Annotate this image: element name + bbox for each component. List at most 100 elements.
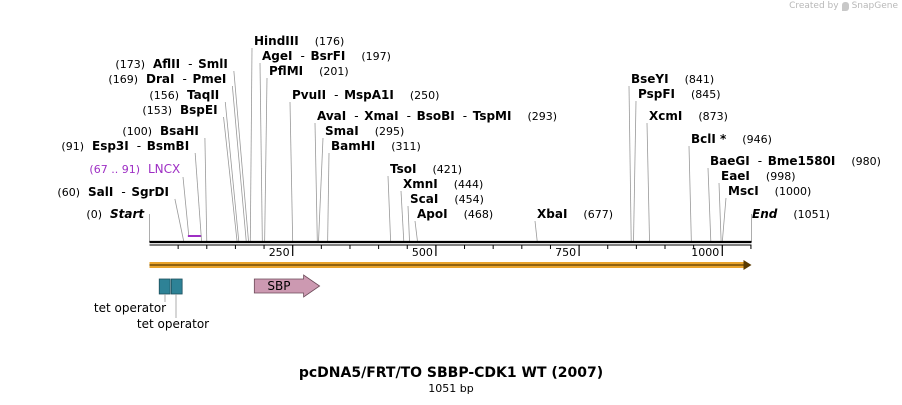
site-position: (156) — [149, 89, 179, 102]
site-name: XcmI — [649, 109, 682, 123]
site-name: PspFI — [638, 87, 675, 101]
site-position: (421) — [432, 163, 462, 176]
site-connector — [249, 47, 253, 243]
site-connector — [387, 175, 392, 243]
primer-name: LNCX — [148, 162, 180, 176]
tick-label: 250 — [269, 246, 290, 259]
site-connector — [688, 145, 692, 243]
site-name: BsmBI — [147, 139, 189, 153]
site-connector — [314, 122, 318, 243]
site-position: (67 .. 91) — [89, 163, 140, 176]
site-name: XmaI — [364, 109, 398, 123]
site-connector — [233, 70, 249, 243]
site-connector — [318, 137, 324, 243]
name-separator: - — [407, 109, 411, 123]
primer-connector — [182, 176, 190, 238]
site-position: (998) — [766, 170, 796, 183]
site-name: SalI — [88, 185, 113, 199]
site-position: (197) — [361, 50, 391, 63]
site-name: DraI — [146, 72, 174, 86]
site-connector — [194, 152, 203, 243]
site-name: Esp3I — [92, 139, 129, 153]
site-name: Start — [110, 207, 145, 221]
name-separator: - — [300, 49, 304, 63]
site-position: (176) — [315, 35, 345, 48]
site-position: (873) — [698, 110, 728, 123]
site-name: BseYI — [631, 72, 669, 86]
orf-layer — [149, 260, 752, 270]
feature-sbp-arrow — [253, 274, 321, 298]
credit-brand: SnapGene — [851, 1, 898, 11]
name-separator: - — [334, 88, 338, 102]
site-name: MspA1I — [344, 88, 394, 102]
snapgene-logo-icon — [841, 1, 849, 11]
name-separator: - — [137, 139, 141, 153]
site-name: SgrDI — [131, 185, 169, 199]
site-name: PflMI — [269, 64, 303, 78]
site-position: (677) — [583, 208, 613, 221]
feature-tet-operator-box — [170, 278, 183, 295]
tick-label: 1000 — [691, 246, 719, 259]
site-connector — [534, 220, 538, 243]
credit-prefix: Created by — [789, 1, 839, 11]
site-position: (946) — [742, 133, 772, 146]
site-name: Bme1580I — [768, 154, 836, 168]
site-connector — [633, 100, 637, 243]
site-position: (250) — [410, 89, 440, 102]
site-connectors — [149, 47, 752, 243]
site-position: (60) — [57, 186, 80, 199]
site-name: BsrFI — [310, 49, 345, 63]
name-separator: - — [354, 109, 358, 123]
site-name: SmaI — [325, 124, 359, 138]
site-position: (293) — [527, 110, 557, 123]
name-separator: - — [463, 109, 467, 123]
name-separator: - — [182, 72, 186, 86]
site-position: (444) — [454, 178, 484, 191]
site-name: EaeI — [721, 169, 750, 183]
site-connector — [628, 85, 632, 243]
site-name: MscI — [728, 184, 759, 198]
site-position: (980) — [851, 155, 881, 168]
name-separator: - — [188, 57, 192, 71]
site-name: ScaI — [410, 192, 438, 206]
site-name: BsoBI — [417, 109, 455, 123]
site-name: SmlI — [198, 57, 228, 71]
site-name: TaqII — [187, 88, 219, 102]
site-connector — [414, 220, 418, 243]
site-name: BspEI — [180, 103, 218, 117]
name-separator: - — [121, 185, 125, 199]
feature-label: SBP — [267, 279, 290, 293]
site-position: (0) — [86, 208, 102, 221]
site-name: XbaI — [537, 207, 567, 221]
site-position: (845) — [691, 88, 721, 101]
site-connector — [407, 205, 410, 243]
site-connector — [231, 85, 247, 243]
site-position: (201) — [319, 65, 349, 78]
site-labels: (0)Start(60)SalI-SgrDI(67 .. 91)LNCX(91)… — [57, 34, 881, 221]
site-position: (295) — [375, 125, 405, 138]
site-position: (1051) — [793, 208, 830, 221]
site-name: AgeI — [262, 49, 292, 63]
snapgene-credit: Created by SnapGene — [789, 1, 898, 11]
site-connector — [707, 167, 712, 243]
site-connector — [718, 182, 722, 243]
feature-label: tet operator — [137, 317, 209, 331]
orf-arrowhead — [743, 260, 752, 270]
plasmid-title: pcDNA5/FRT/TO SBBP-CDK1 WT (2007) — [298, 365, 604, 381]
plasmid-length: 1051 bp — [428, 382, 474, 395]
site-connector — [721, 197, 727, 243]
site-name: BsaHI — [160, 124, 199, 138]
site-connector — [223, 116, 238, 243]
site-name: PmeI — [192, 72, 226, 86]
site-name: End — [752, 207, 778, 221]
site-name: TspMI — [473, 109, 512, 123]
site-connector — [327, 152, 330, 243]
tick-label: 750 — [555, 246, 576, 259]
site-name: BaeGI — [710, 154, 750, 168]
site-position: (153) — [142, 104, 172, 117]
site-name: AflII — [153, 57, 180, 71]
site-position: (468) — [464, 208, 494, 221]
site-name: PvuII — [292, 88, 326, 102]
